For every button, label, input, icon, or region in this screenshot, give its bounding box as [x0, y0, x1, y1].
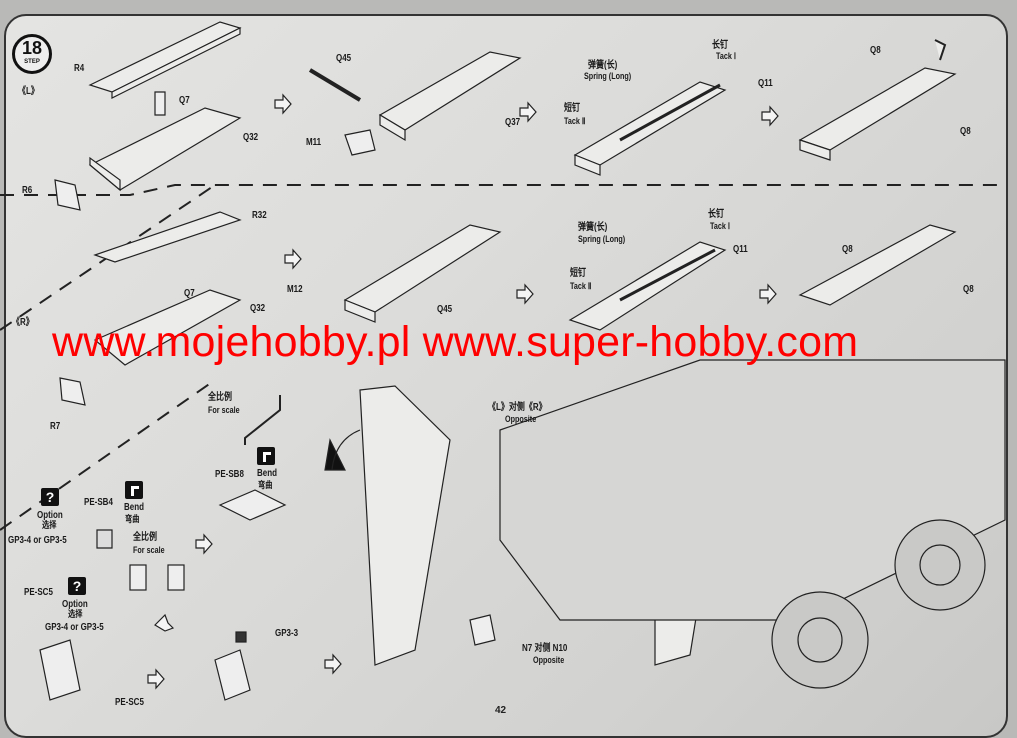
option-icon: ?: [68, 577, 86, 595]
assembly-l-2: [378, 51, 522, 142]
page-number: 42: [495, 705, 507, 716]
note-bend-en: Bend: [257, 468, 277, 479]
assembly-l-4: [798, 39, 957, 161]
note-tack1-en-r: Tack Ⅰ: [710, 221, 731, 231]
part-label: Q11: [733, 244, 748, 255]
part-label: M11: [306, 137, 322, 148]
note-tack2-cn-r: 短钉: [570, 268, 586, 279]
note-spring-cn: 弹簧(长): [588, 60, 618, 71]
note-option-cn-2: 选择: [68, 609, 83, 619]
section-divider: [0, 379, 216, 531]
part-label: PE-SB8: [215, 469, 244, 480]
part-q7: [154, 91, 166, 116]
step-number: 18: [21, 38, 43, 58]
part-label: PE-SC5: [115, 697, 144, 708]
watermark: www.mojehobby.pl www.super-hobby.com: [52, 318, 859, 366]
side-label-right: 《R》: [12, 317, 34, 328]
part-label: M12: [287, 284, 303, 295]
stake-arm-left: [359, 385, 451, 666]
assembly-r-4: [798, 224, 957, 306]
part-q32-frame: [88, 107, 242, 192]
part-label: R32: [252, 210, 267, 221]
part-label: R7: [50, 421, 61, 432]
part-r32-frame: [93, 211, 242, 263]
part-label: PE-SC5: [24, 587, 53, 598]
pe-sb4-bent: [167, 564, 185, 591]
note-tack2-en-r: Tack Ⅱ: [570, 281, 592, 291]
part-gp3-3: [235, 631, 247, 643]
section-divider: [0, 184, 1005, 196]
option-icon: ?: [41, 488, 59, 506]
part-label: N7 对侧 N10: [522, 643, 568, 654]
note-tack1-cn-r: 长钉: [708, 209, 724, 220]
part-label: Q45: [437, 304, 453, 315]
note-bend-cn: 弯曲: [258, 480, 273, 490]
step-word: STEP: [24, 59, 40, 65]
note-opposite-en: Opposite: [505, 414, 537, 424]
note-scale-cn-2: 全比例: [133, 532, 157, 543]
part-label: Q8: [960, 126, 971, 137]
part-r4-frame: [88, 21, 242, 99]
note-scale-cn: 全比例: [208, 392, 232, 403]
part-pe-sb4: [96, 529, 113, 549]
part-label: GP3-4 or GP3-5: [45, 622, 104, 633]
part-pe-sb8: [218, 489, 287, 521]
bend-icon: [257, 447, 275, 465]
part-r6: [54, 179, 81, 211]
note-option-en: Option: [37, 510, 63, 521]
part-n7: [469, 614, 496, 646]
note-spring-en: Spring (Long): [584, 71, 632, 81]
part-r7: [59, 377, 86, 406]
wheel: [894, 519, 986, 611]
bend-icon: [125, 481, 143, 499]
part-label: Q32: [243, 132, 259, 143]
part-label: Q45: [336, 53, 352, 64]
scale-guide: [244, 395, 281, 445]
part-label: Q7: [179, 95, 190, 106]
part-label: Q11: [758, 78, 773, 89]
bracket-assembly-2: [214, 649, 251, 701]
note-tack2-cn: 短钉: [564, 103, 580, 114]
pe-sb4-flat: [129, 564, 147, 591]
assembly-l-3: [573, 81, 727, 176]
note-tack1-en: Tack Ⅰ: [716, 51, 737, 61]
part-label: GP3-3: [275, 628, 299, 639]
note-scale-en: For scale: [208, 405, 240, 415]
note-n7-opposite: Opposite: [533, 655, 565, 665]
assembly-r-2: [343, 224, 502, 323]
part-q45-rod: [308, 68, 362, 102]
part-m11: [344, 129, 376, 156]
note-bend-en-2: Bend: [124, 502, 144, 513]
note-spring-cn-r: 弹簧(长): [578, 222, 608, 233]
part-label: R4: [74, 63, 85, 74]
part-label: Q7: [184, 288, 195, 299]
note-scale-en-2: For scale: [133, 545, 165, 555]
note-opposite-cn: 《L》对侧《R》: [488, 402, 547, 413]
side-label-left: 《L》: [18, 86, 39, 97]
part-label: R6: [22, 185, 33, 196]
note-tack1-cn: 长钉: [712, 40, 728, 51]
assembly-r-3: [568, 241, 727, 331]
part-q32b-frame: [93, 289, 242, 366]
bracket-assembly: [39, 639, 81, 701]
part-label: Q37: [505, 117, 521, 128]
part-label: Q32: [250, 303, 266, 314]
note-bend-cn-2: 弯曲: [125, 514, 140, 524]
part-label: Q8: [870, 45, 881, 56]
part-label: Q8: [842, 244, 853, 255]
note-tack2-en: Tack Ⅱ: [564, 116, 586, 126]
part-label: GP3-4 or GP3-5: [8, 535, 67, 546]
assembly-drawings: [0, 21, 1006, 701]
note-spring-en-r: Spring (Long): [578, 234, 626, 244]
wheel: [771, 591, 869, 689]
flow-arrow-icons: [147, 93, 779, 690]
note-option-en-2: Option: [62, 599, 88, 610]
step-badge: 18 STEP: [12, 34, 52, 74]
note-option-cn: 选择: [42, 520, 57, 530]
part-label: Q8: [963, 284, 974, 295]
part-label: PE-SB4: [84, 497, 113, 508]
